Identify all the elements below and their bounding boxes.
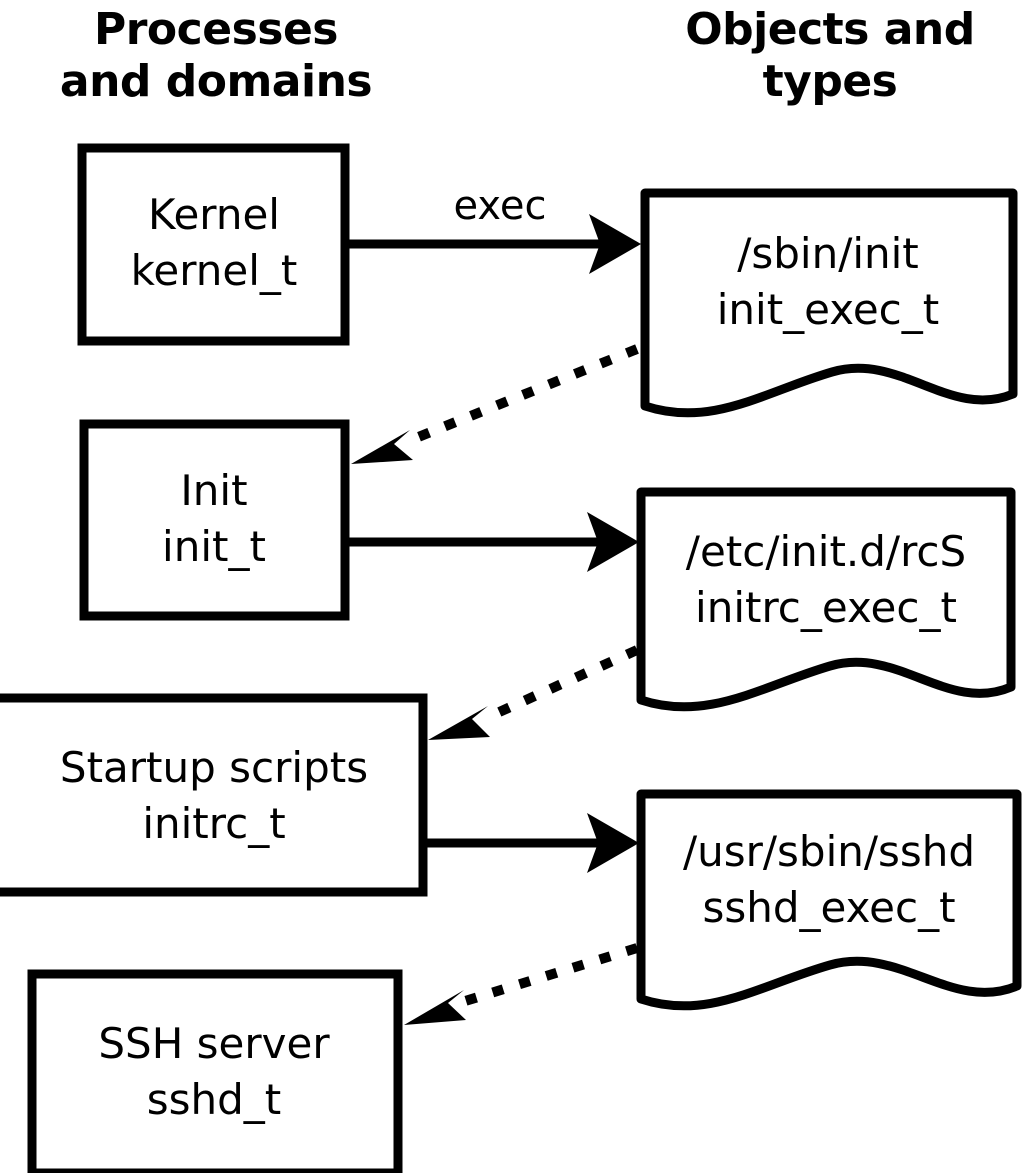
column-header-objects-line2: types <box>763 56 898 107</box>
edge-init-exec-to-init <box>351 344 639 464</box>
edge-init-exec-initrc-exec <box>349 512 639 572</box>
object-node-init-exec[interactable]: /sbin/init init_exec_t <box>640 188 1018 418</box>
node-type-label: initrc_t <box>142 799 285 848</box>
column-header-objects-line1: Objects and <box>685 4 974 55</box>
edge-initrc-exec-sshd-exec <box>427 813 639 873</box>
arrow-head-right <box>587 512 639 572</box>
node-name-label: Startup scripts <box>60 743 368 792</box>
edge-line <box>404 344 639 447</box>
node-shape-rect[interactable] <box>79 419 350 621</box>
edge-initrc-exec-to-initrc <box>428 645 640 740</box>
column-header-processes-line1: Processes <box>94 4 338 55</box>
process-node-initrc[interactable]: Startup scripts initrc_t <box>0 693 428 897</box>
edge-line <box>483 645 640 723</box>
node-type-label: sshd_exec_t <box>702 883 955 932</box>
node-type-label: init_t <box>162 522 266 571</box>
arrow-head-right <box>587 813 639 873</box>
column-header-processes: Processes and domains <box>60 4 373 107</box>
arrow-head-left <box>404 990 466 1025</box>
object-node-initrc-exec[interactable]: /etc/init.d/rcS initrc_exec_t <box>636 487 1016 712</box>
node-type-label: initrc_exec_t <box>695 583 957 632</box>
process-node-kernel[interactable]: Kernel kernel_t <box>77 143 350 346</box>
node-shape-rect[interactable] <box>27 969 403 1173</box>
edge-sshd-exec-to-sshd <box>404 943 639 1025</box>
column-header-objects: Objects and types <box>685 4 975 107</box>
node-path-label: /sbin/init <box>737 229 919 278</box>
arrow-head-left <box>428 706 490 740</box>
arrow-head-right <box>589 214 641 274</box>
process-node-sshd[interactable]: SSH server sshd_t <box>27 969 403 1173</box>
node-path-label: /usr/sbin/sshd <box>683 827 975 876</box>
node-shape-document[interactable] <box>640 188 1018 418</box>
node-path-label: /etc/init.d/rcS <box>686 527 966 576</box>
node-shape-rect[interactable] <box>77 143 350 346</box>
node-type-label: init_exec_t <box>717 285 940 334</box>
node-shape-document[interactable] <box>636 789 1022 1011</box>
edge-label-exec: exec <box>454 183 547 229</box>
object-node-sshd-exec[interactable]: /usr/sbin/sshd sshd_exec_t <box>636 789 1022 1011</box>
node-type-label: kernel_t <box>131 246 298 295</box>
node-shape-rect[interactable] <box>0 693 428 897</box>
node-name-label: Kernel <box>148 190 280 239</box>
node-shape-document[interactable] <box>636 487 1016 712</box>
node-name-label: SSH server <box>98 1019 330 1068</box>
column-header-processes-line2: and domains <box>60 56 372 107</box>
node-name-label: Init <box>180 466 247 515</box>
edge-kernel-exec-init-exec: exec <box>349 183 641 274</box>
arrow-head-left <box>351 430 413 464</box>
edge-line <box>460 943 639 1007</box>
process-node-init[interactable]: Init init_t <box>79 419 350 621</box>
node-type-label: sshd_t <box>147 1075 282 1124</box>
